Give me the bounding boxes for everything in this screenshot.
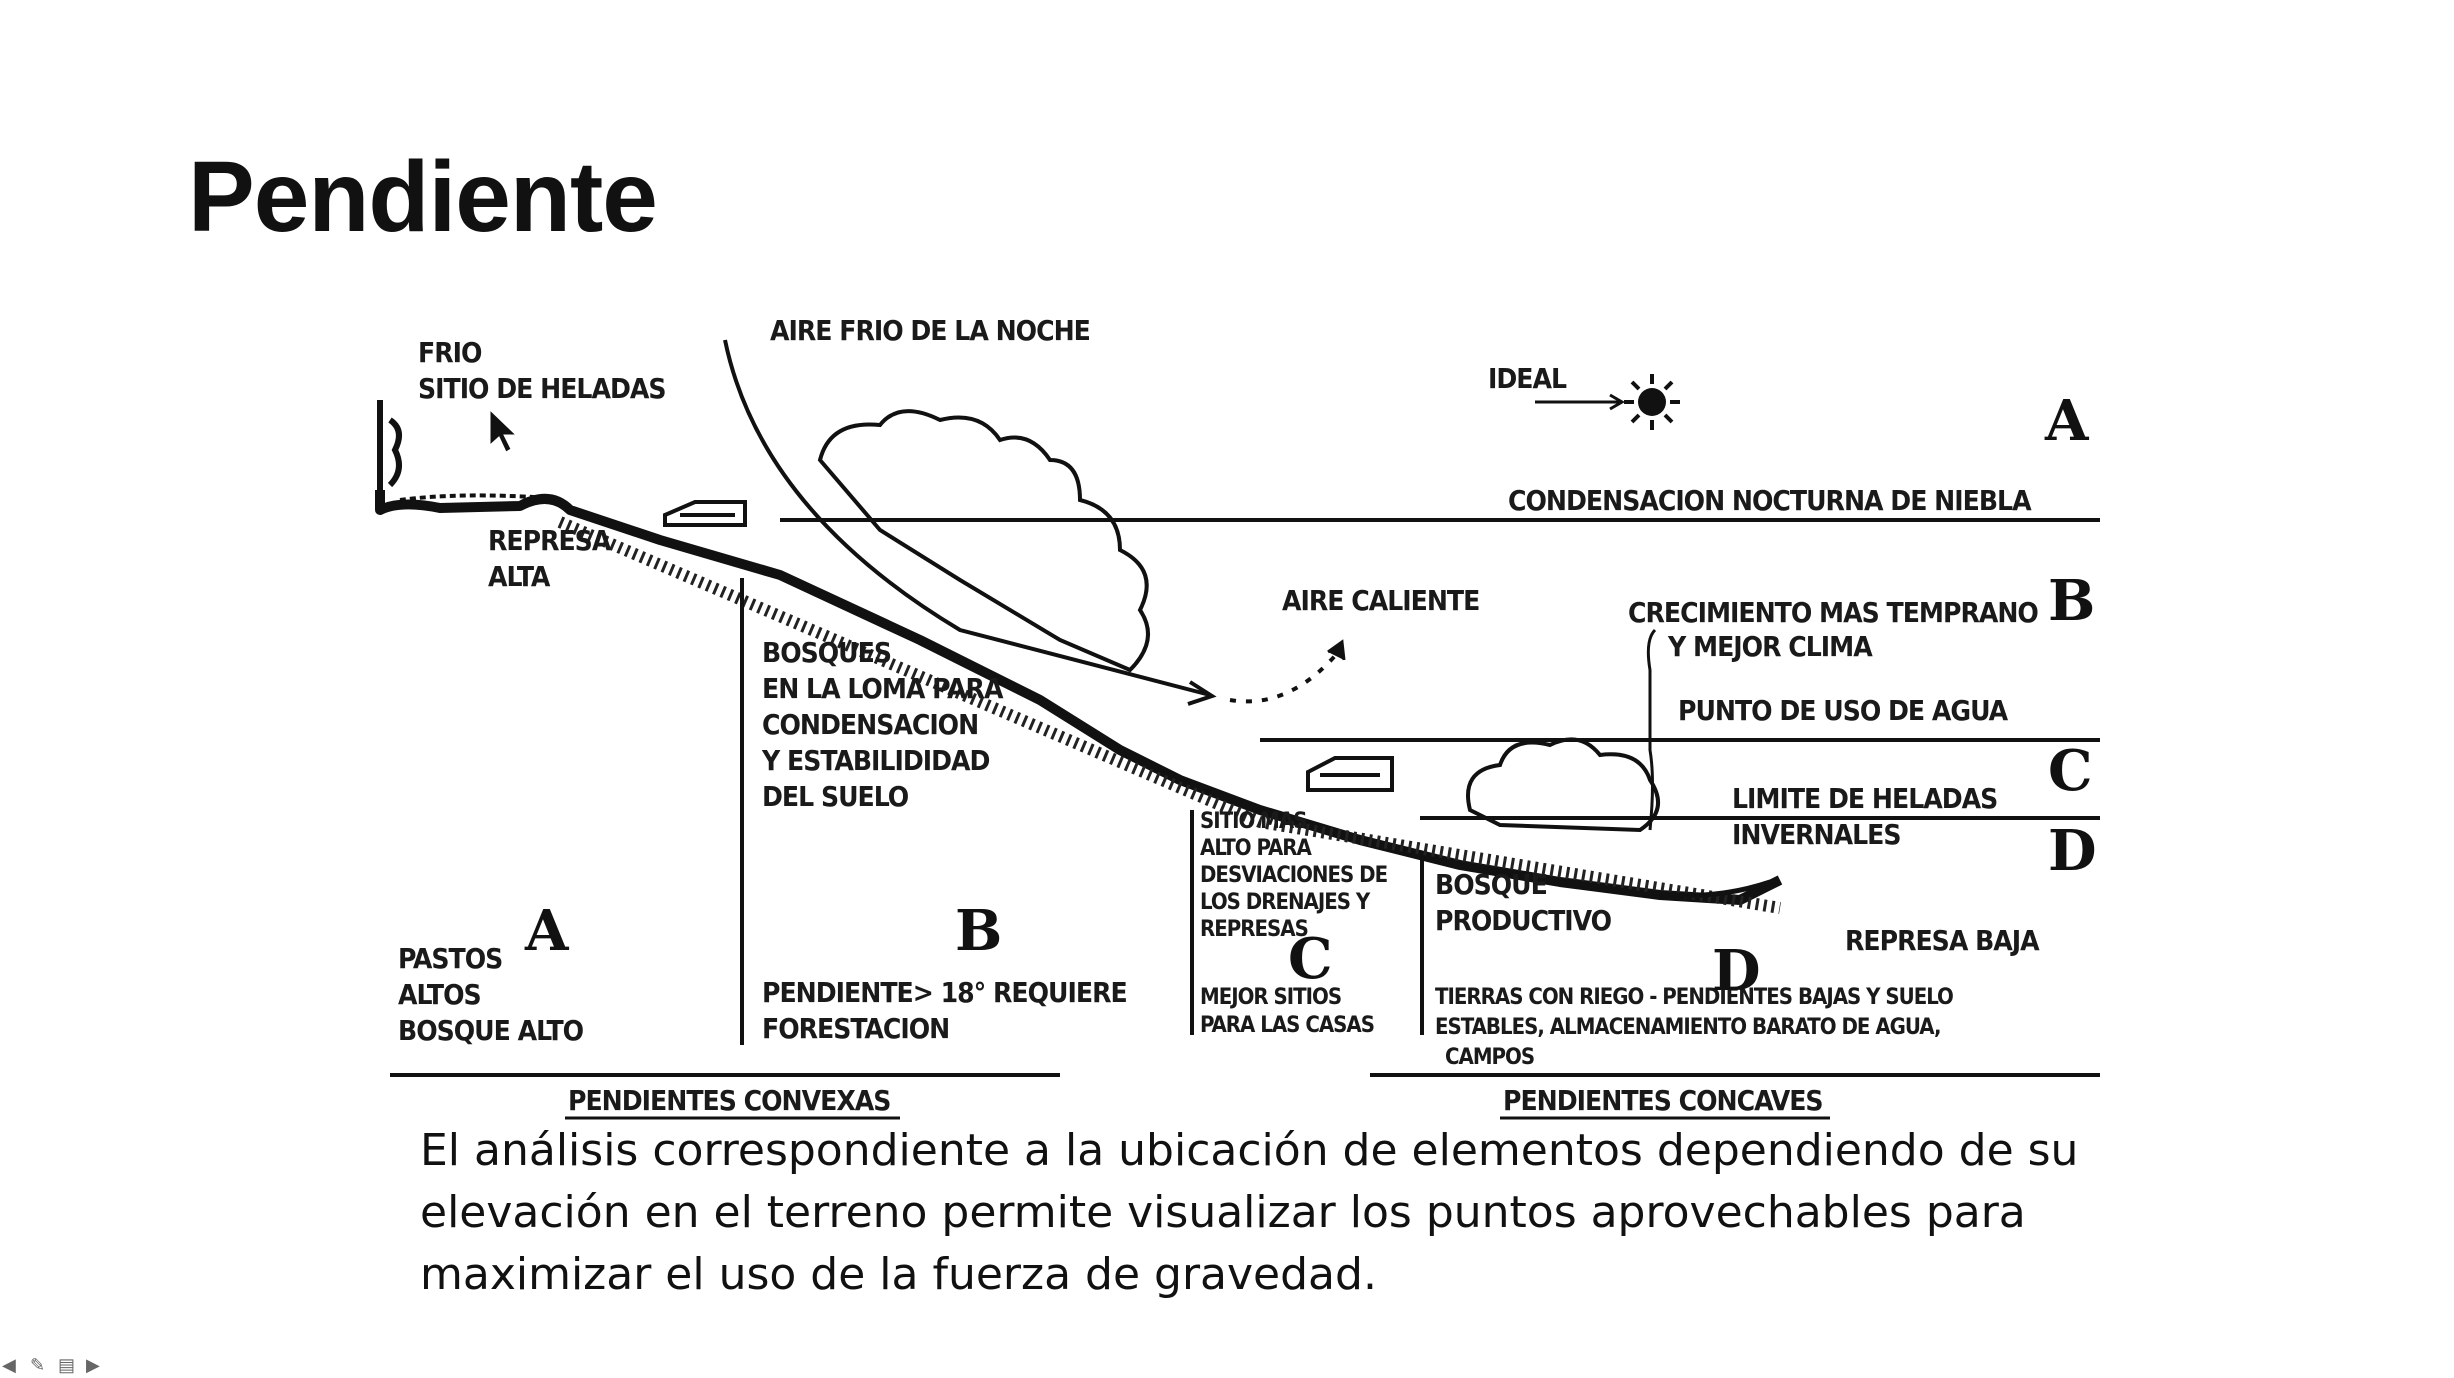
lower-reservoir	[1649, 879, 1771, 898]
label-aire-frio: AIRE FRIO DE LA NOCHE	[770, 314, 1090, 347]
label-sitio-mas: DESVIACIONES DE	[1200, 863, 1388, 888]
label-sitio-mas: LOS DRENAJES Y	[1200, 890, 1371, 915]
label-bosque-productivo: BOSQUE	[1435, 868, 1547, 901]
label-punto-agua: PUNTO DE USO DE AGUA	[1678, 694, 2009, 727]
house-icon	[1306, 756, 1394, 792]
cold-air-arrow	[723, 339, 1211, 697]
label-tierras: CAMPOS	[1445, 1045, 1534, 1070]
zone-letter-a-right: A	[2044, 388, 2090, 454]
label-sitio-heladas: SITIO DE HELADAS	[418, 372, 666, 405]
label-bosque-productivo: PRODUCTIVO	[1435, 904, 1612, 937]
label-bosques: BOSQUES	[762, 636, 891, 669]
terrain-hatch	[557, 516, 1781, 914]
caption-line: El análisis correspondiente a la ubicaci…	[420, 1125, 2079, 1176]
label-pendiente-18: FORESTACION	[762, 1012, 949, 1045]
zone-letter-c-bottom: C	[1288, 926, 1333, 992]
slideshow-nav: ◀ ✎ ▤ ▶	[2, 1356, 108, 1374]
label-aire-caliente: AIRE CALIENTE	[1282, 584, 1479, 617]
zone-letter-b-bottom: B	[955, 898, 1002, 964]
label-ideal: IDEAL	[1488, 362, 1567, 395]
arrow-icon	[1187, 680, 1217, 706]
arrow-icon	[1609, 393, 1625, 411]
label-bosques: CONDENSACION	[762, 708, 978, 741]
menu-icon[interactable]: ▤	[58, 1355, 76, 1375]
label-pastos: BOSQUE ALTO	[398, 1014, 584, 1047]
slide-caption: El análisis correspondiente a la ubicaci…	[420, 1120, 2120, 1306]
label-tierras: TIERRAS CON RIEGO - PENDIENTES BAJAS Y S…	[1435, 985, 1953, 1010]
caption-line: maximizar el uso de la fuerza de graveda…	[420, 1249, 1377, 1300]
next-slide-icon[interactable]: ▶	[86, 1355, 100, 1375]
house-icon	[663, 500, 747, 527]
prev-slide-icon[interactable]: ◀	[2, 1355, 16, 1375]
label-pastos: ALTOS	[398, 978, 481, 1011]
caption-line: elevación en el terreno permite visualiz…	[420, 1187, 2026, 1238]
label-pendiente-18: PENDIENTE> 18° REQUIERE	[762, 976, 1127, 1009]
warm-air-arrow	[1229, 648, 1342, 704]
tree-icon	[817, 409, 1150, 673]
label-mejor-sitios: MEJOR SITIOS	[1200, 985, 1341, 1010]
label-frio: FRIO	[418, 336, 482, 369]
label-bosques: EN LA LOMA PARA	[762, 672, 1004, 705]
label-represa-baja: REPRESA BAJA	[1845, 924, 2040, 957]
label-convexas: PENDIENTES CONVEXAS	[568, 1084, 890, 1117]
upper-reservoir	[399, 493, 551, 502]
tree-icon	[1466, 737, 1660, 833]
zone-letter-b-right: B	[2048, 568, 2095, 634]
zone-letter-d-bottom: D	[1712, 938, 1761, 1004]
sun-icon	[1624, 374, 1680, 430]
label-mejor-sitios: PARA LAS CASAS	[1200, 1013, 1374, 1038]
label-sitio-mas: SITIO MAS	[1200, 809, 1306, 834]
zone-letter-d-right: D	[2048, 818, 2097, 884]
label-sitio-mas: ALTO PARA	[1200, 836, 1313, 861]
cursor-icon	[489, 408, 518, 453]
climate-bracket	[1646, 628, 1657, 831]
label-represa-alta-2: ALTA	[488, 560, 551, 593]
label-bosques: Y ESTABILIDIDAD	[761, 744, 990, 777]
label-limite-heladas: LIMITE DE HELADAS	[1732, 782, 1997, 815]
label-crecimiento-2: Y MEJOR CLIMA	[1667, 630, 1873, 663]
arrow-icon	[1327, 639, 1346, 661]
slope-diagram: FRIO SITIO DE HELADAS AIRE FRIO DE LA NO…	[375, 314, 2100, 1120]
label-concaves: PENDIENTES CONCAVES	[1503, 1084, 1823, 1117]
label-bosques: DEL SUELO	[762, 780, 909, 813]
label-crecimiento: CRECIMIENTO MAS TEMPRANO	[1628, 596, 2038, 629]
terrain-profile	[375, 490, 1783, 905]
label-pastos: PASTOS	[398, 942, 502, 975]
zone-letter-c-right: C	[2048, 738, 2093, 804]
label-limite-heladas-2: INVERNALES	[1732, 818, 1901, 851]
slide-title: Pendiente	[188, 141, 658, 253]
label-represa-alta: REPRESA	[488, 524, 612, 557]
label-tierras: ESTABLES, ALMACENAMIENTO BARATO DE AGUA,	[1435, 1015, 1941, 1040]
zone-letter-a-bottom: A	[524, 898, 570, 964]
pen-icon[interactable]: ✎	[30, 1355, 46, 1375]
label-condensacion: CONDENSACION NOCTURNA DE NIEBLA	[1508, 484, 2032, 517]
left-cliff	[377, 400, 402, 510]
label-sitio-mas: REPRESAS	[1200, 917, 1308, 942]
